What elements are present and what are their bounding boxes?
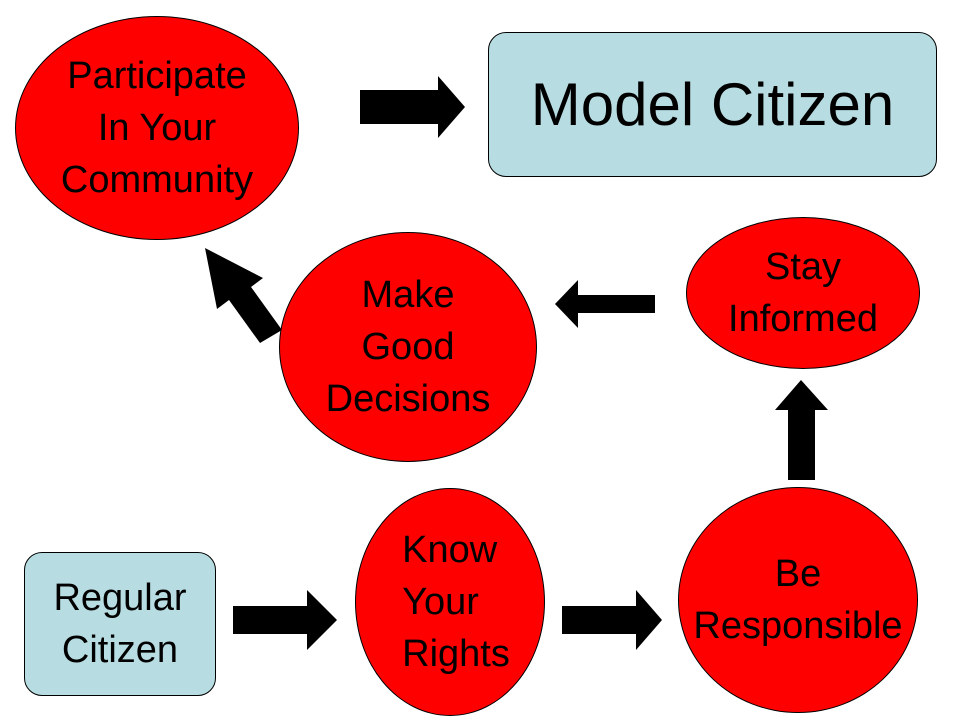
- regular-citizen-label: Regular Citizen: [53, 577, 187, 671]
- arrow-responsible-to-informed: [775, 380, 828, 480]
- know-rights-node: Know Your Rights: [355, 488, 545, 716]
- model-citizen-label: Model Citizen: [530, 70, 895, 138]
- make-decisions-label: Make Good Decisions: [325, 274, 491, 420]
- arrow-rights-to-responsible: [562, 590, 662, 650]
- arrow-participate-to-model: [360, 76, 465, 138]
- know-rights-label: Know Your Rights: [402, 529, 510, 675]
- regular-citizen-box: Regular Citizen: [24, 552, 216, 696]
- arrow-informed-to-decisions: [555, 280, 655, 328]
- arrow-regular-to-rights: [233, 590, 337, 650]
- arrow-decisions-to-participate: [205, 248, 282, 343]
- be-responsible-label: Be Responsible: [693, 553, 903, 647]
- stay-informed-node: Stay Informed: [686, 217, 920, 369]
- model-citizen-box: Model Citizen: [488, 32, 937, 177]
- be-responsible-node: Be Responsible: [678, 487, 918, 713]
- participate-label: Participate In Your Community: [60, 55, 254, 201]
- stay-informed-label: Stay Informed: [728, 246, 878, 340]
- make-decisions-node: Make Good Decisions: [279, 232, 537, 462]
- participate-node: Participate In Your Community: [15, 16, 299, 240]
